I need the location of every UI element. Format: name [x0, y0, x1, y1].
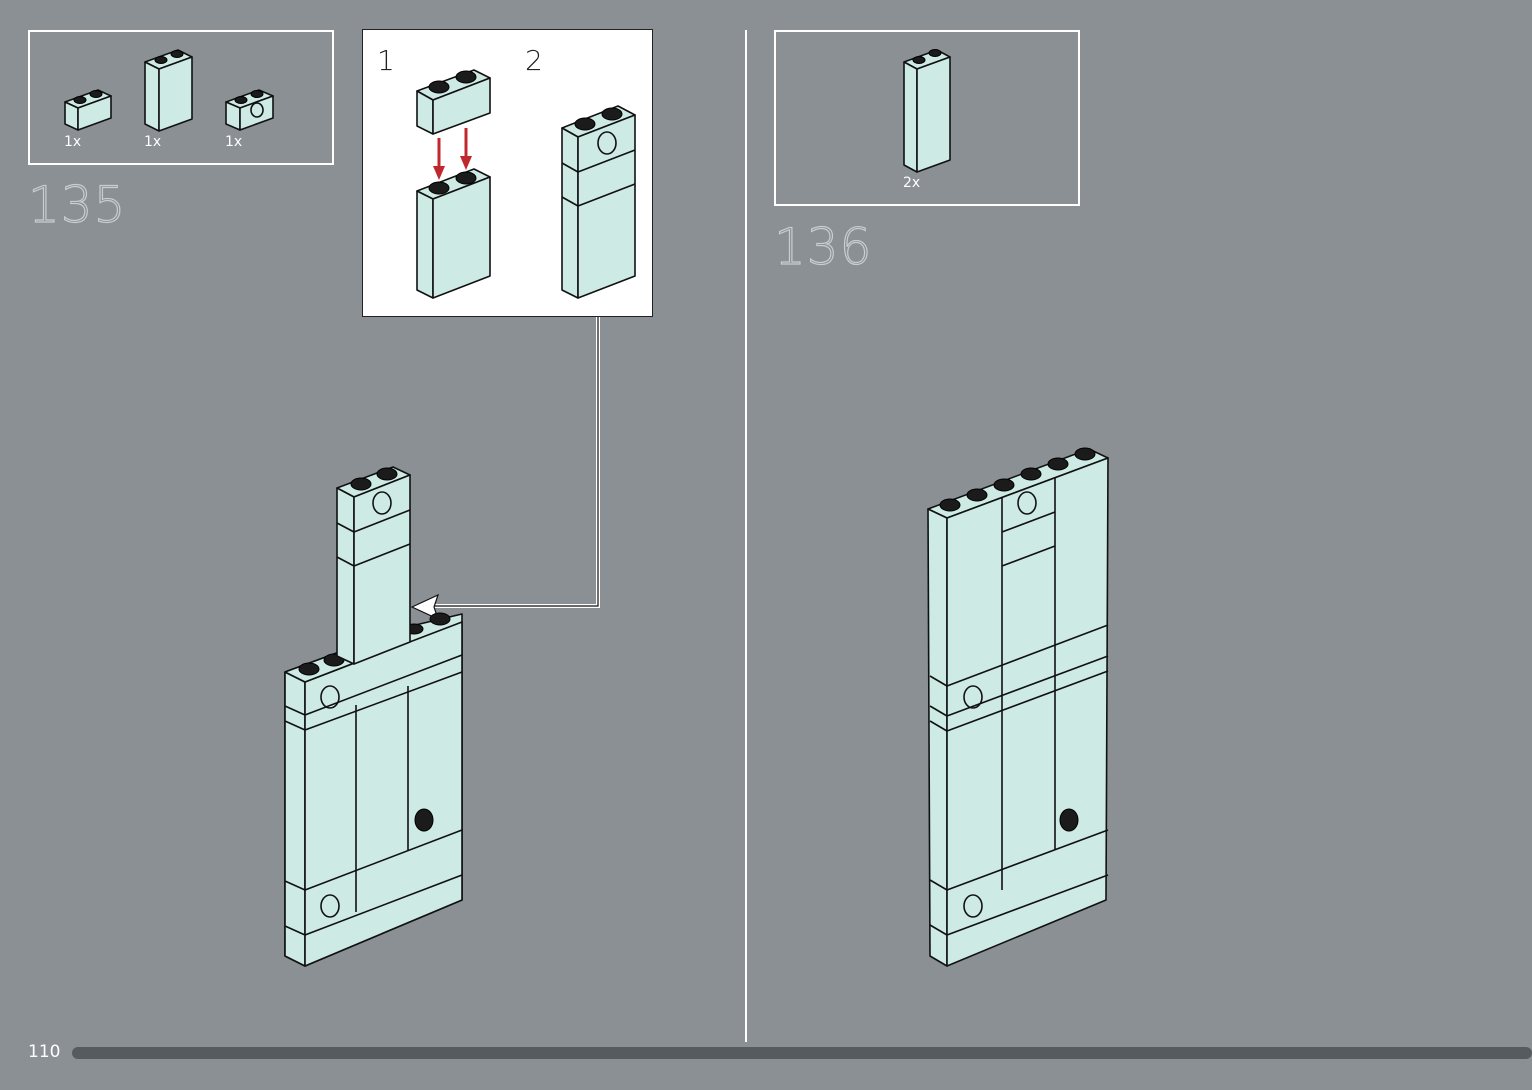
step-136-part-icon: [904, 50, 950, 173]
step-136-model: [928, 448, 1108, 966]
brick-1x2-tall-icon: [145, 50, 192, 131]
callout-step-1-diagram: [417, 70, 490, 298]
callout-step-2-diagram: [562, 106, 635, 298]
step-135-model: [285, 467, 462, 966]
technic-brick-1x2-icon: [226, 90, 273, 130]
callout-connector-line: [432, 317, 598, 606]
brick-1x2-icon: [65, 90, 111, 130]
